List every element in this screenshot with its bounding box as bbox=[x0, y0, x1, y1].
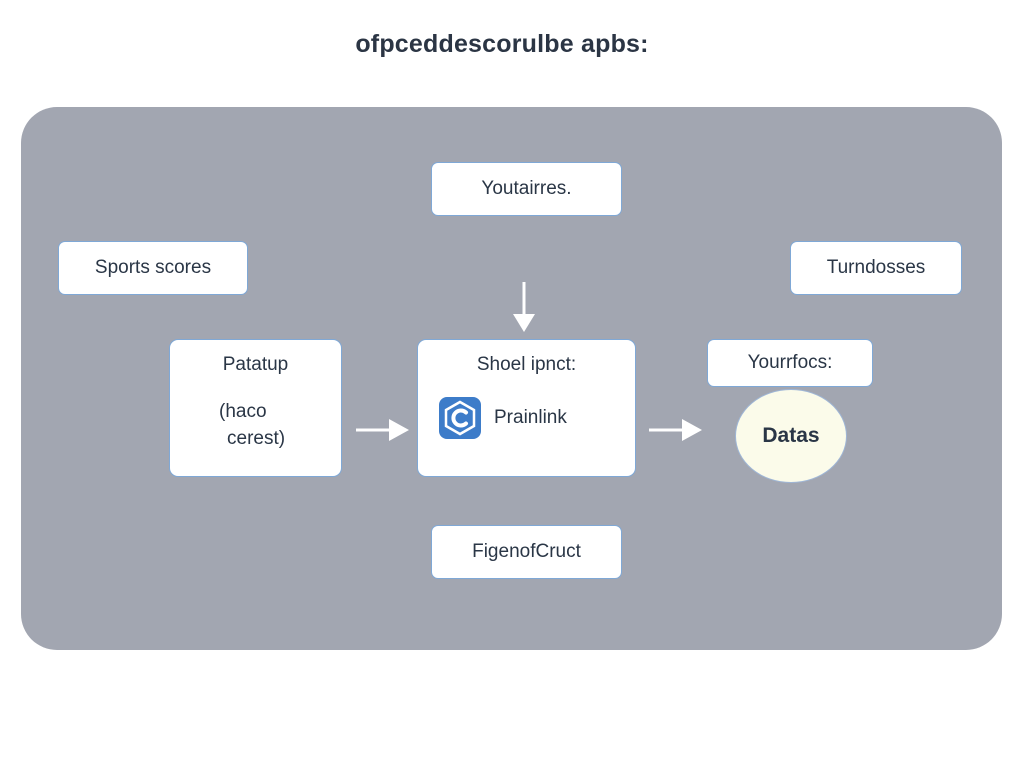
node-patatup-subtitle: (haco cerest) bbox=[170, 398, 341, 452]
c-hexagon-logo-icon bbox=[439, 397, 481, 439]
node-turndosses: Turndosses bbox=[790, 241, 962, 295]
node-patatup-line2: cerest) bbox=[227, 428, 286, 449]
node-datas: Datas bbox=[735, 389, 847, 483]
node-patatup-title: Patatup bbox=[222, 354, 289, 375]
arrow-right-icon bbox=[356, 419, 409, 441]
node-center-title: Shoel ipnct: bbox=[476, 354, 577, 375]
node-center: Shoel ipnct: Prainlink bbox=[417, 339, 636, 477]
node-datas-label: Datas bbox=[762, 424, 820, 447]
arrow-down-icon bbox=[513, 282, 535, 332]
node-center-label: Prainlink bbox=[494, 407, 567, 428]
node-patatup-line1: (haco bbox=[219, 401, 267, 422]
arrow-right-icon bbox=[649, 419, 702, 441]
node-patatup: Patatup (haco cerest) bbox=[169, 339, 342, 477]
diagram-title: ofpceddescorulbe apbs: bbox=[355, 30, 649, 58]
node-center-row: Prainlink bbox=[418, 396, 635, 440]
node-top-label: Youtairres. bbox=[481, 178, 572, 199]
node-yourrfocs-label: Yourrfocs: bbox=[747, 352, 833, 373]
node-top: Youtairres. bbox=[431, 162, 622, 216]
node-yourrfocs: Yourrfocs: bbox=[707, 339, 873, 387]
node-bottom-label: FigenofCruct bbox=[472, 541, 581, 562]
node-sports-scores: Sports scores bbox=[58, 241, 248, 295]
node-bottom: FigenofCruct bbox=[431, 525, 622, 579]
node-sports-scores-label: Sports scores bbox=[94, 257, 212, 278]
node-turndosses-label: Turndosses bbox=[826, 257, 926, 278]
